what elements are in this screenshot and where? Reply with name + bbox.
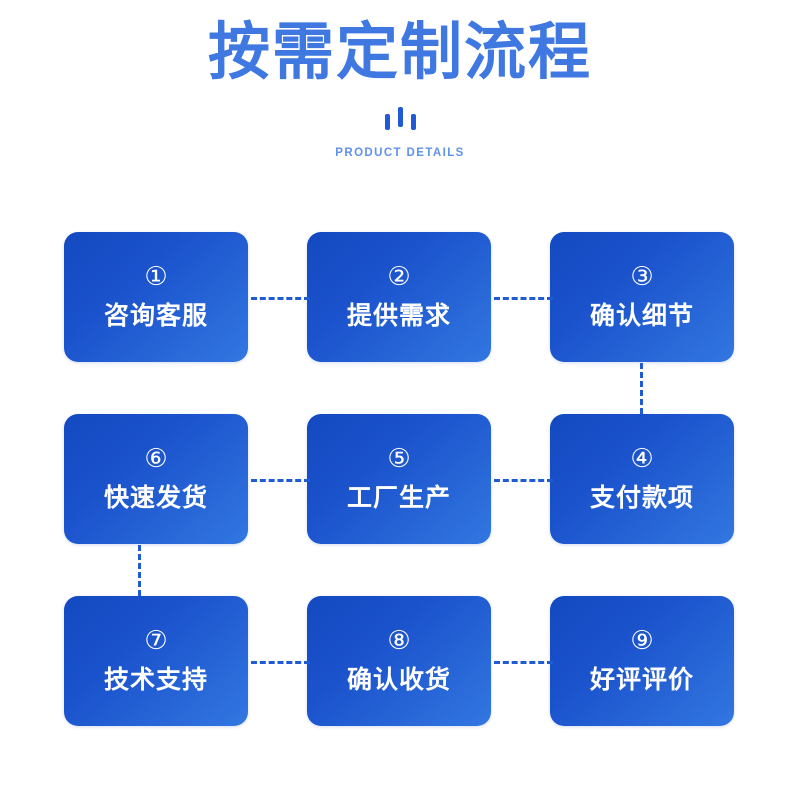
- process-flow-diagram: ① 咨询客服 ② 提供需求 ③ 确认细节 ⑥ 快速发货 ⑤ 工厂生产: [64, 232, 734, 726]
- connector-5-to-6: [251, 479, 310, 482]
- connector-6-to-7: [138, 545, 141, 596]
- step-number-5: ⑤: [387, 444, 411, 474]
- process-row-3: ⑦ 技术支持 ⑧ 确认收货 ⑨ 好评评价: [64, 596, 734, 726]
- process-step-card-1[interactable]: ① 咨询客服: [64, 232, 248, 362]
- connector-7-to-8: [251, 661, 310, 664]
- divider-bar-right: [410, 114, 416, 130]
- process-row-1: ① 咨询客服 ② 提供需求 ③ 确认细节: [64, 232, 734, 362]
- step-number-8: ⑧: [387, 626, 411, 656]
- step-number-9: ⑨: [630, 626, 654, 656]
- process-step-card-2[interactable]: ② 提供需求: [307, 232, 491, 362]
- step-number-4: ④: [630, 444, 654, 474]
- page-subtitle: PRODUCT DETAILS: [335, 147, 465, 159]
- divider-bar-left: [384, 114, 390, 130]
- step-number-6: ⑥: [144, 444, 168, 474]
- step-label-3: 确认细节: [589, 302, 694, 330]
- step-label-2: 提供需求: [346, 302, 451, 330]
- process-step-card-8[interactable]: ⑧ 确认收货: [307, 596, 491, 726]
- process-step-card-3[interactable]: ③ 确认细节: [550, 232, 734, 362]
- three-bars-divider-icon: [0, 106, 800, 130]
- step-label-9: 好评评价: [589, 666, 694, 694]
- divider-bar-middle: [397, 107, 403, 127]
- step-label-8: 确认收货: [346, 666, 451, 694]
- process-row-2: ⑥ 快速发货 ⑤ 工厂生产 ④ 支付款项: [64, 414, 734, 544]
- connector-1-to-2: [251, 297, 310, 300]
- step-number-2: ②: [387, 262, 411, 292]
- process-step-card-9[interactable]: ⑨ 好评评价: [550, 596, 734, 726]
- step-label-7: 技术支持: [103, 666, 208, 694]
- process-step-card-7[interactable]: ⑦ 技术支持: [64, 596, 248, 726]
- connector-4-to-5: [494, 479, 553, 482]
- step-label-1: 咨询客服: [103, 302, 208, 330]
- process-step-card-6[interactable]: ⑥ 快速发货: [64, 414, 248, 544]
- step-number-3: ③: [630, 262, 654, 292]
- step-number-7: ⑦: [144, 626, 168, 656]
- process-step-card-5[interactable]: ⑤ 工厂生产: [307, 414, 491, 544]
- step-number-1: ①: [144, 262, 168, 292]
- step-label-6: 快速发货: [103, 484, 208, 512]
- connector-3-to-4: [640, 363, 643, 414]
- process-step-card-4[interactable]: ④ 支付款项: [550, 414, 734, 544]
- step-label-5: 工厂生产: [346, 484, 451, 512]
- step-label-4: 支付款项: [589, 484, 694, 512]
- page-header: 按需定制流程 PRODUCT DETAILS: [0, 0, 800, 159]
- connector-2-to-3: [494, 297, 553, 300]
- page-title: 按需定制流程: [207, 18, 592, 87]
- connector-8-to-9: [494, 661, 553, 664]
